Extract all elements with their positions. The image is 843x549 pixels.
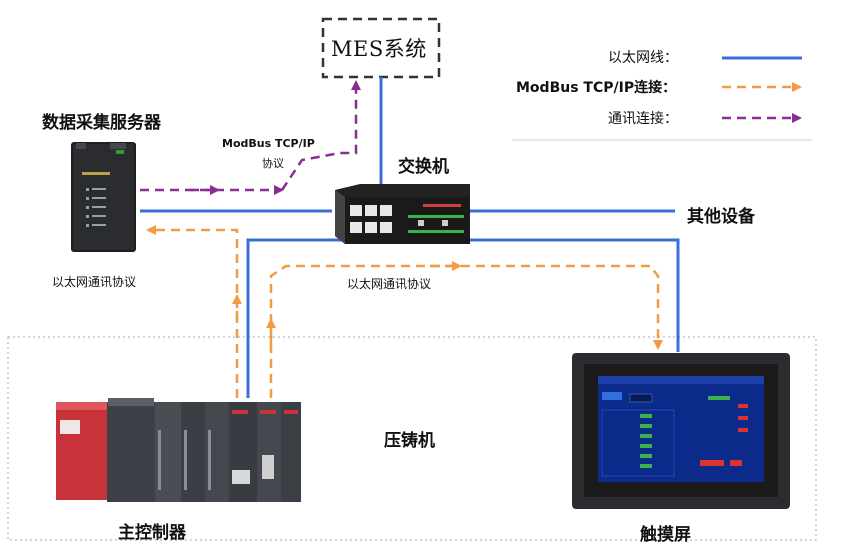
other-devices-label: 其他设备 bbox=[687, 207, 755, 227]
data-server-device bbox=[71, 142, 136, 252]
hmi-device bbox=[572, 353, 790, 509]
switch-label: 交换机 bbox=[398, 157, 449, 177]
die-casting-region bbox=[7, 336, 817, 541]
plc-device bbox=[56, 398, 301, 502]
data-server-label: 数据采集服务器 bbox=[42, 113, 161, 133]
legend-comm-label: 通讯连接： bbox=[608, 111, 678, 127]
touch-screen-label: 触摸屏 bbox=[640, 525, 691, 545]
main-controller-label: 主控制器 bbox=[118, 523, 186, 543]
ethernet-protocol-label-left: 以太网通讯协议 bbox=[52, 275, 137, 289]
modbus-links bbox=[146, 225, 663, 398]
ethernet-protocol-label-right: 以太网通讯协议 bbox=[347, 277, 432, 291]
legend-ethernet-label: 以太网线： bbox=[608, 50, 678, 66]
switch-device bbox=[335, 184, 470, 244]
comm-links bbox=[140, 80, 361, 195]
modbus-protocol-label-line1: ModBus TCP/IP bbox=[222, 137, 315, 150]
die-casting-machine-label: 压铸机 bbox=[384, 431, 435, 451]
legend-modbus-label: ModBus TCP/IP连接： bbox=[516, 80, 677, 96]
modbus-protocol-label-line2: 协议 bbox=[262, 157, 284, 170]
mes-system-label: MES系统 bbox=[331, 37, 427, 61]
